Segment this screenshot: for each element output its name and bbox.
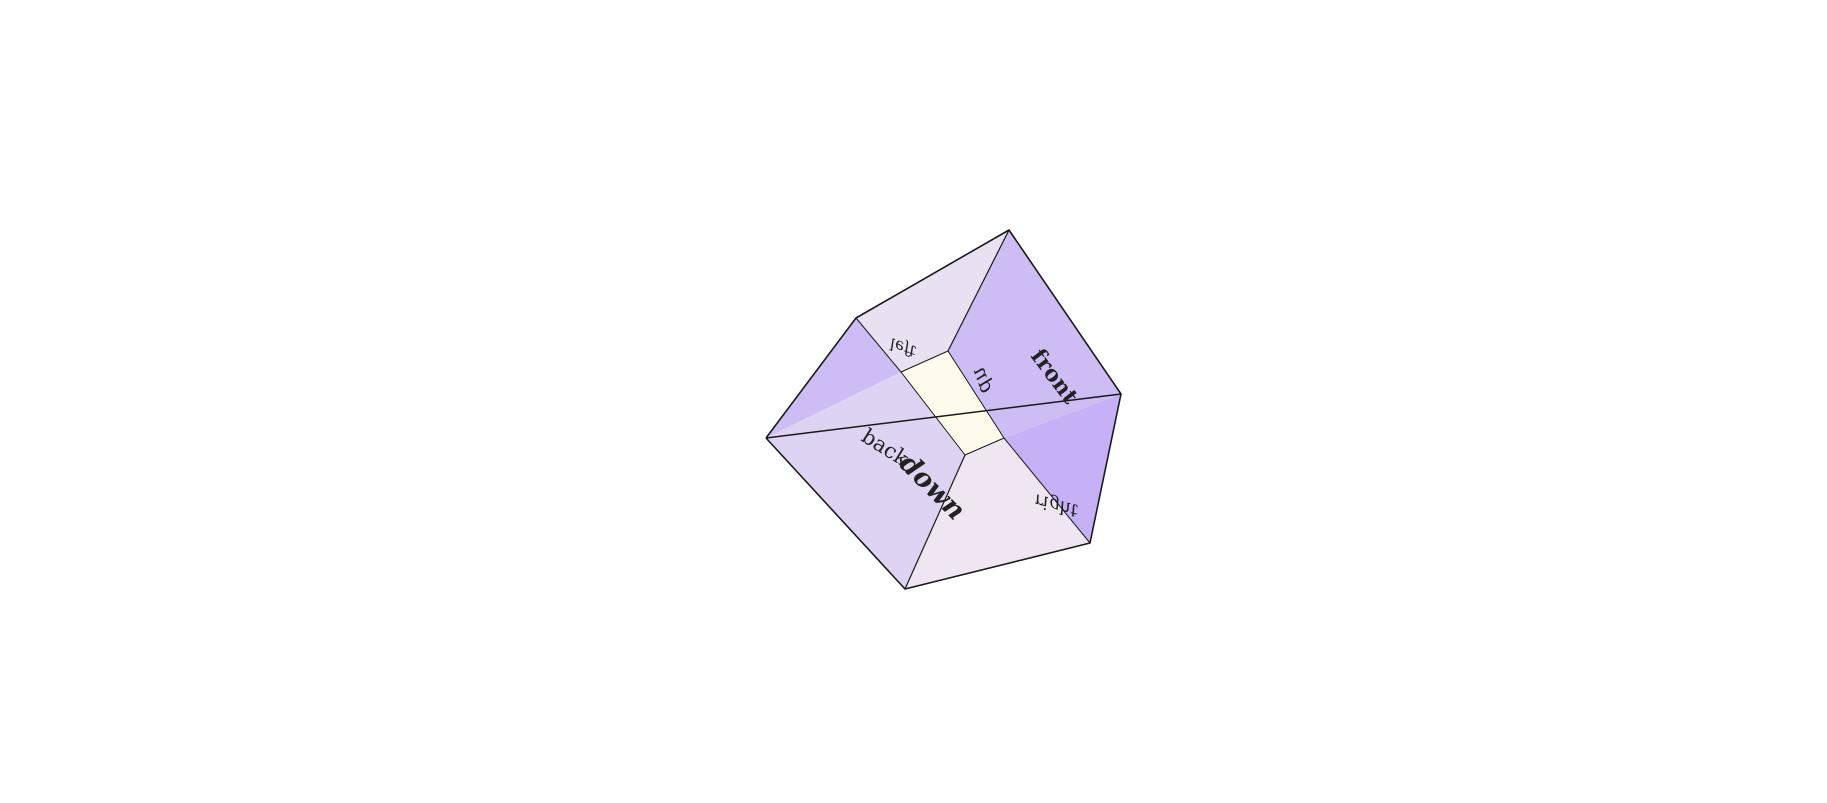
cube-edges xyxy=(765,229,1122,590)
face-right xyxy=(905,438,1090,589)
face-front-up xyxy=(948,230,1121,438)
face-right-triangle xyxy=(1004,394,1121,543)
inner-window xyxy=(901,351,1004,455)
face-left-triangle xyxy=(766,318,901,438)
face-left xyxy=(856,230,1009,372)
face-back-down xyxy=(766,372,965,589)
